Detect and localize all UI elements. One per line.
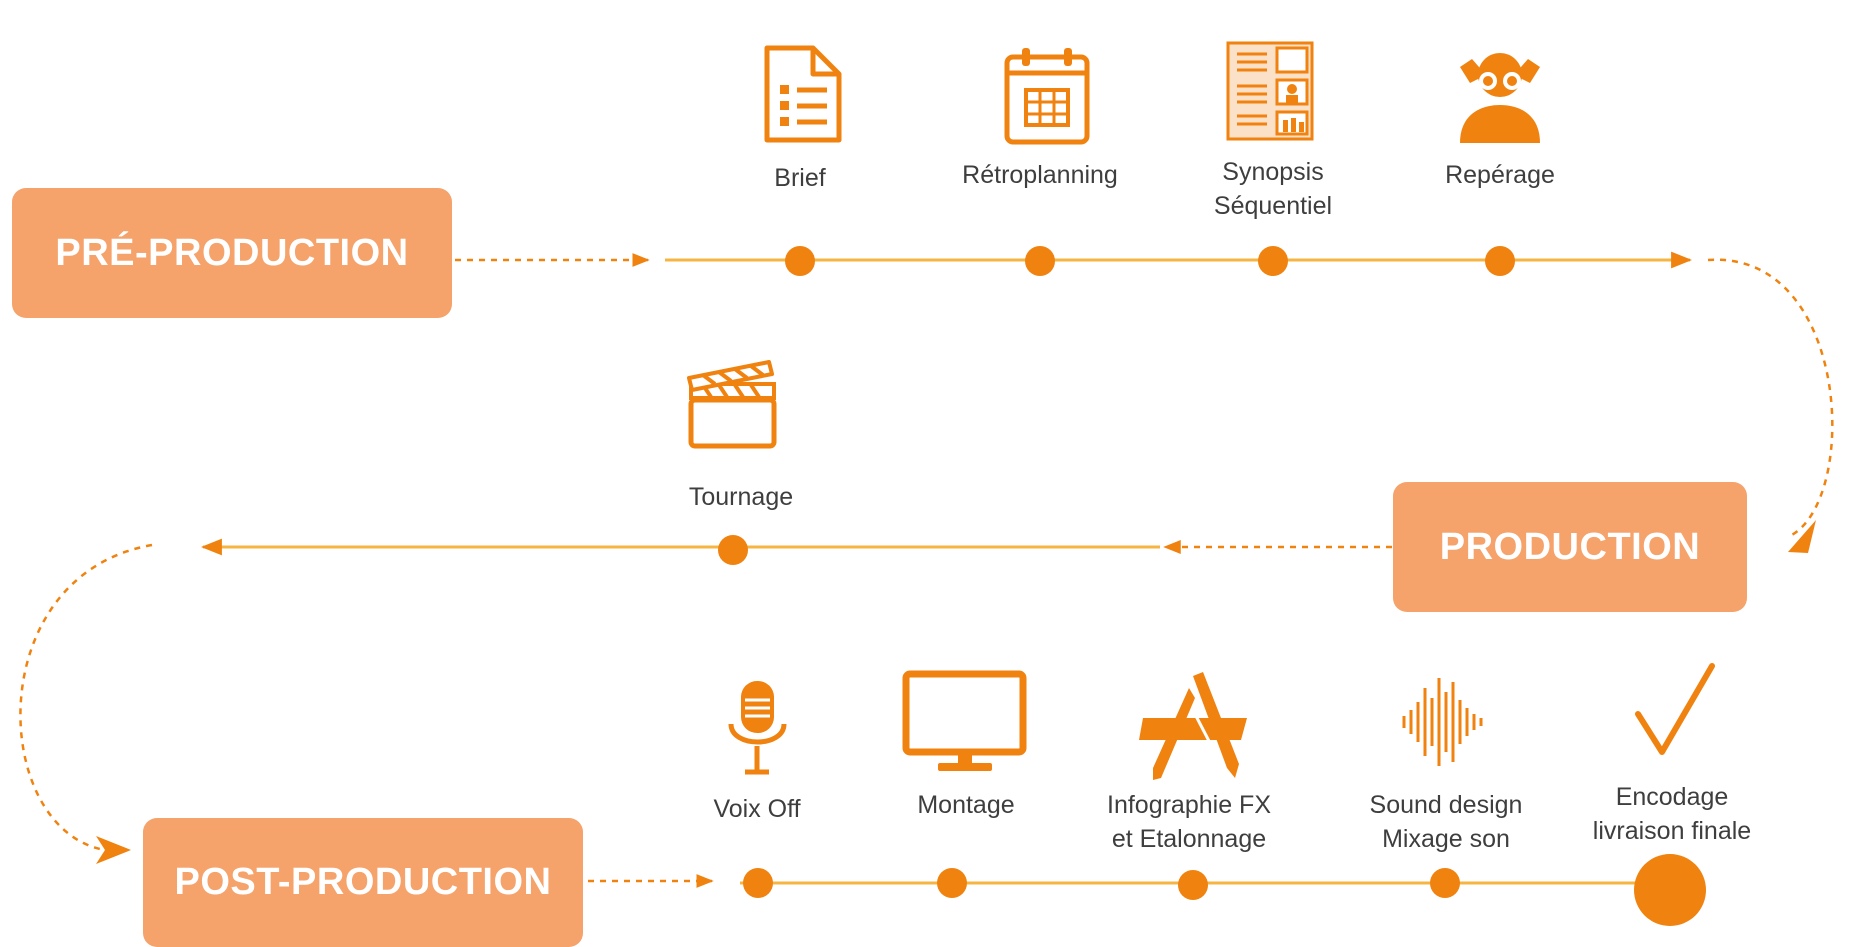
step-label-tournage: Tournage — [688, 483, 794, 511]
step-label-voixoff: Voix Off — [713, 795, 801, 823]
phase-pre-production: PRÉ-PRODUCTION — [12, 188, 452, 318]
step-label-synopsis: Synopsis Séquentiel — [1213, 158, 1333, 220]
timeline-node-reperage — [1485, 246, 1515, 276]
checkmark-icon — [1635, 663, 1715, 755]
calendar-icon — [1004, 48, 1090, 145]
step-label-montage: Montage — [917, 791, 1015, 819]
timeline-node-voixoff — [743, 868, 773, 898]
timeline-node-montage — [937, 868, 967, 898]
timeline-node-synopsis — [1258, 246, 1288, 276]
timeline-node-brief — [785, 246, 815, 276]
curve-to-production — [1707, 258, 1834, 538]
step-label-brief: Brief — [774, 164, 826, 192]
timeline-node-sound — [1430, 868, 1460, 898]
step-label-reperage: Repérage — [1445, 161, 1555, 189]
production-arrowhead — [1788, 520, 1816, 553]
microphone-icon — [728, 681, 787, 775]
timeline-node-tournage — [718, 535, 748, 565]
phase-post-production-label: POST-PRODUCTION — [174, 861, 552, 903]
monitor-icon — [902, 670, 1027, 771]
sound-wave-icon — [1402, 678, 1483, 766]
step-label-retroplanning: Rétroplanning — [962, 161, 1118, 189]
phase-post-production: POST-PRODUCTION — [143, 818, 583, 947]
timeline-node-encodage-final — [1634, 854, 1706, 926]
step-label-infographie: Infographie FX et Etalonnage — [1107, 791, 1271, 853]
storyboard-icon — [1226, 41, 1314, 141]
timeline-node-retroplanning — [1025, 246, 1055, 276]
clapperboard-icon — [687, 360, 777, 449]
step-label-encodage: Encodage livraison finale — [1592, 783, 1752, 845]
curve-to-post — [19, 543, 153, 852]
phase-pre-production-label: PRÉ-PRODUCTION — [55, 231, 409, 274]
step-label-sound: Sound design Mixage son — [1369, 791, 1523, 853]
phase-production-label: PRODUCTION — [1439, 525, 1701, 568]
phase-production: PRODUCTION — [1393, 482, 1747, 612]
binoculars-person-icon — [1460, 53, 1540, 143]
document-list-icon — [764, 45, 842, 143]
timeline-node-infographie — [1178, 870, 1208, 900]
post-arrowhead — [96, 836, 131, 864]
design-tools-icon — [1139, 672, 1247, 780]
